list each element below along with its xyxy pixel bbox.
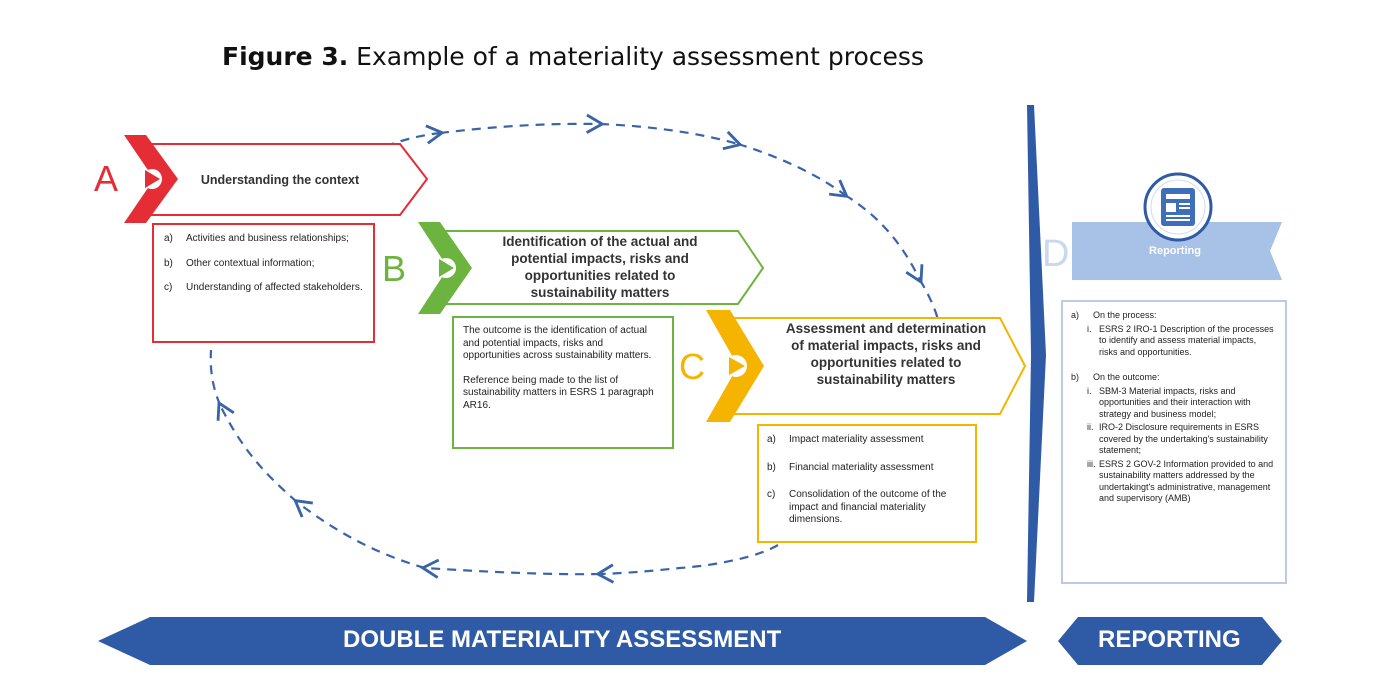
figure-caption: Example of a materiality assessment proc…: [348, 42, 924, 71]
list-item: i.ESRS 2 IRO-1 Description of the proces…: [1087, 323, 1274, 357]
section-divider: [1027, 105, 1046, 602]
outcome-paragraph: The outcome is the identification of act…: [463, 325, 652, 361]
step-a-label: Understanding the context: [200, 173, 360, 187]
double-materiality-banner: [98, 617, 1027, 665]
reference-paragraph: Reference being made to the list of sust…: [463, 374, 654, 411]
list-item: i.SBM-3 Material impacts, risks and oppo…: [1087, 385, 1251, 419]
step-b-label: Identification of the actual and potenti…: [502, 234, 698, 300]
step-c-details: a)Impact materiality assessment b)Financ…: [757, 424, 977, 543]
list-item: ii.IRO-2 Disclosure requirements in ESRS…: [1087, 422, 1268, 455]
process-heading: a)On the process:: [1071, 310, 1157, 320]
step-b-letter: B: [382, 248, 407, 289]
step-c-letter: C: [679, 346, 705, 387]
outcome-heading: b)On the outcome:: [1071, 372, 1160, 382]
list-item: a)Impact materiality assessment: [767, 434, 924, 445]
step-a-arrow: [124, 135, 429, 223]
list-item: c)Understanding of affected stakeholders…: [164, 282, 363, 293]
step-b-arrow: [418, 222, 765, 314]
step-a-letter: A: [94, 158, 119, 199]
double-materiality-label: DOUBLE MATERIALITY ASSESSMENT: [343, 626, 782, 653]
step-d-label: Reporting: [1149, 245, 1201, 257]
step-c-arrow: [706, 310, 1027, 422]
step-d-letter: D: [1042, 233, 1070, 275]
figure-title: Figure 3. Example of a materiality asses…: [222, 42, 924, 71]
reporting-banner: [1058, 617, 1282, 665]
step-d-arrow: [1072, 172, 1282, 280]
list-item: b)Financial materiality assessment: [767, 461, 934, 473]
step-a-details: a)Activities and business relationships;…: [152, 223, 375, 343]
step-b-details: The outcome is the identification of act…: [452, 316, 674, 449]
step-b-chevron-icon: [418, 222, 472, 314]
figure-number: Figure 3.: [222, 42, 349, 71]
step-a-chevron-icon: [124, 135, 178, 223]
cycle-dashed-arrows: [209, 113, 940, 584]
step-d-details: a)On the process: i.ESRS 2 IRO-1 Descrip…: [1061, 300, 1287, 584]
list-item: a)Activities and business relationships;: [164, 233, 349, 244]
reporting-banner-label: REPORTING: [1098, 626, 1241, 653]
step-c-label: Assessment and determination of material…: [785, 321, 987, 387]
list-item: b)Other contextual information;: [164, 257, 315, 269]
list-item: iii.ESRS 2 GOV-2 Information provided to…: [1087, 458, 1274, 504]
step-c-chevron-icon: [706, 310, 764, 422]
list-item: c)Consolidation of the outcome of the im…: [767, 489, 947, 525]
